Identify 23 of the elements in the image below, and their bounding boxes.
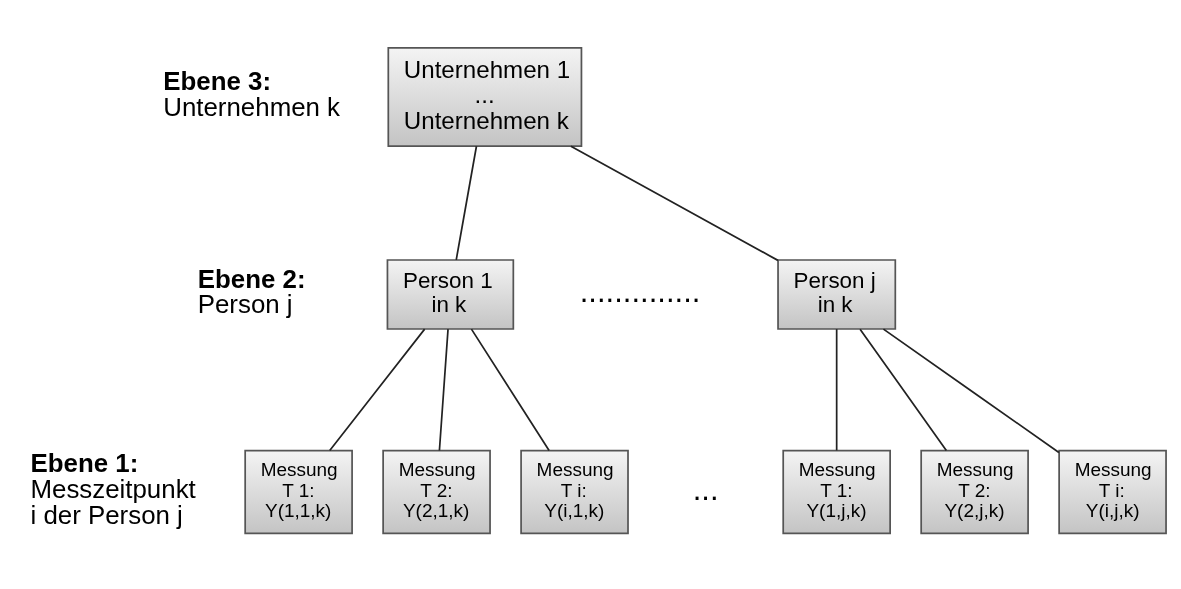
connector xyxy=(570,145,779,262)
node-box: Messung T i: Y(i,j,k) xyxy=(1058,449,1167,535)
node-box: Person 1 in k xyxy=(386,259,515,330)
node-box: Messung T 2: Y(2,1,k) xyxy=(382,449,491,535)
node-box: Messung T 2: Y(2,j,k) xyxy=(920,449,1029,535)
connector xyxy=(438,328,449,452)
label: Ebene 2: xyxy=(197,264,306,293)
node-box: Unternehmen 1 ... Unternehmen k xyxy=(387,47,583,148)
label: ... xyxy=(692,471,719,507)
connector xyxy=(859,328,948,452)
label: Unternehmen k xyxy=(163,93,341,122)
connector xyxy=(835,328,838,452)
label: Person j xyxy=(197,290,293,319)
label: Ebene 3: xyxy=(163,67,272,96)
connector xyxy=(470,328,550,452)
node-box: Messung T i: Y(i,1,k) xyxy=(520,449,629,535)
node-box: Messung T 1: Y(1,j,k) xyxy=(782,449,891,535)
connector xyxy=(455,145,478,261)
label: .............. xyxy=(579,274,701,310)
connector xyxy=(882,328,1060,454)
node-box: Messung T 1: Y(1,1,k) xyxy=(244,449,353,535)
connector xyxy=(328,328,426,452)
node-box: Person j in k xyxy=(777,259,897,330)
